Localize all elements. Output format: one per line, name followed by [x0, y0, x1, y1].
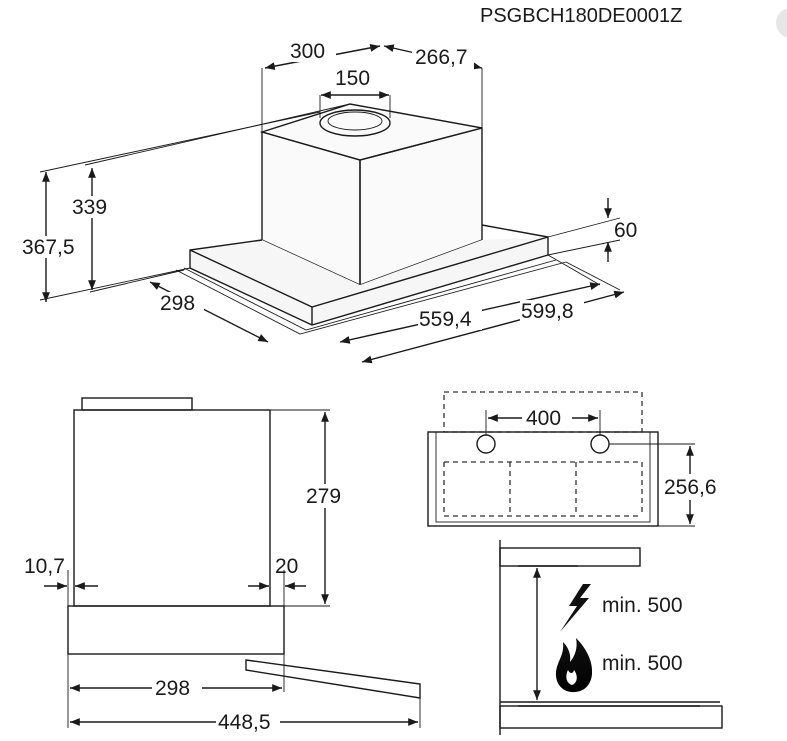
- dim-side-offset-right: 20: [275, 555, 298, 578]
- gas-clearance: min. 500: [602, 652, 683, 675]
- dim-width-outer: 599,8: [521, 300, 574, 323]
- dim-height-total: 367,5: [22, 236, 75, 259]
- install-hood: [499, 547, 641, 567]
- dim-outlet-diameter: 150: [335, 67, 370, 90]
- model-code: PSGBCH180DE0001Z: [480, 5, 682, 27]
- front-hole-right: [590, 434, 610, 454]
- flame-icon: [555, 638, 593, 693]
- dim-depth: 298: [160, 292, 195, 315]
- install-hob: [499, 705, 723, 729]
- outlet-ring: [319, 109, 391, 137]
- side-view: 279 10,7 20 298 448,5: [24, 397, 421, 734]
- dim-side-offset-left: 10,7: [24, 555, 65, 578]
- side-chimney: [73, 409, 271, 607]
- front-view: 400 256,6: [427, 391, 728, 527]
- front-hole-left: [476, 434, 496, 454]
- dim-front-height: 256,6: [664, 476, 717, 499]
- front-body: [427, 431, 659, 527]
- dim-height-chimney: 339: [72, 196, 107, 219]
- dim-width-top: 300: [290, 40, 325, 63]
- dim-side-height: 279: [306, 485, 341, 508]
- dim-width-inner: 559,4: [419, 308, 472, 331]
- isometric-view: 300 266,7 150 339 367,5 60 298 559,4 599…: [20, 40, 637, 364]
- side-outlet: [81, 397, 193, 411]
- side-extension: [245, 659, 421, 699]
- dim-hole-spacing: 400: [526, 407, 561, 430]
- dim-panel-thickness: 60: [614, 219, 637, 242]
- dim-depth-top: 266,7: [415, 46, 468, 69]
- dim-side-depth-extended: 448,5: [218, 711, 271, 734]
- lightning-icon: [560, 584, 591, 632]
- side-panel: [67, 605, 285, 655]
- electric-clearance: min. 500: [602, 594, 683, 617]
- install-view: min. 500 min. 500: [499, 540, 723, 735]
- dim-side-depth: 298: [155, 677, 190, 700]
- corner-button[interactable]: [776, 8, 787, 38]
